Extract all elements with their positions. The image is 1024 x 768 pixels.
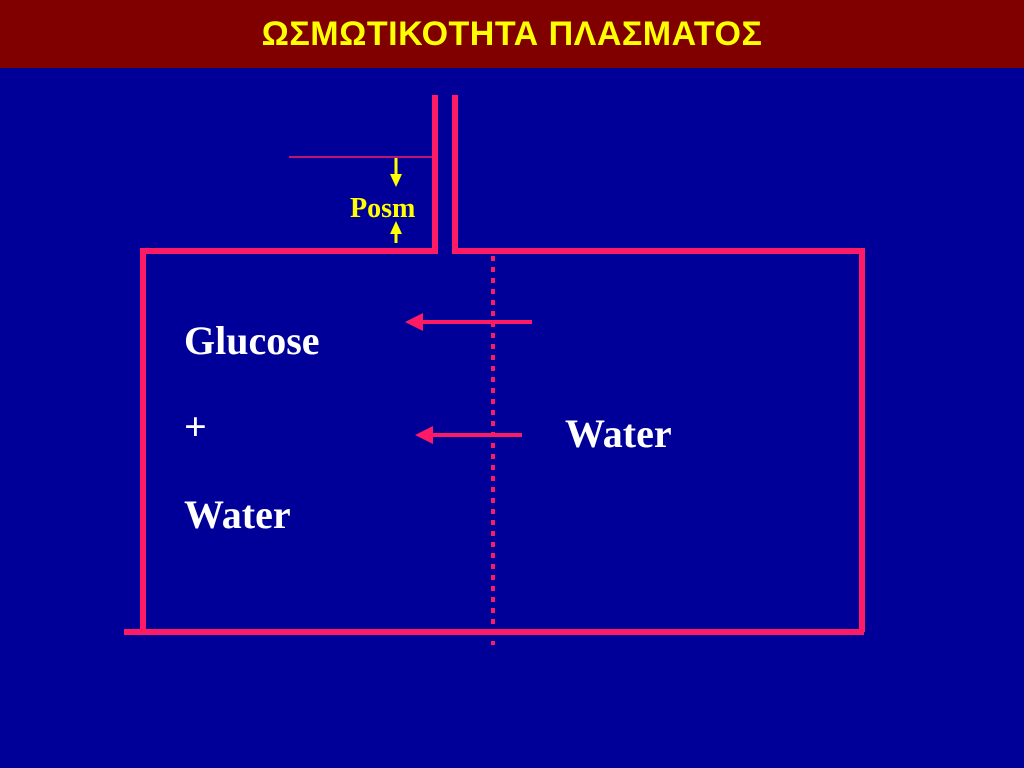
left-solvent-label: Water [184, 492, 291, 537]
page-title: ΩΣΜΩΤΙΚΟΤΗΤΑ ΠΛΑΣΜΑΤΟΣ [261, 14, 763, 53]
flow-arrow-upper-icon [405, 313, 532, 331]
flow-arrow-lower-icon [415, 426, 522, 444]
left-solute-label: Glucose [184, 318, 320, 363]
pressure-arrow-down-icon [390, 158, 402, 187]
right-solvent-label: Water [565, 411, 672, 456]
pressure-arrow-up-icon [390, 221, 402, 243]
title-bar: ΩΣΜΩΤΙΚΟΤΗΤΑ ΠΛΑΣΜΑΤΟΣ [0, 0, 1024, 68]
pressure-label: Posm [350, 193, 415, 224]
left-plus-label: + [184, 404, 207, 449]
container-outline [140, 95, 865, 632]
